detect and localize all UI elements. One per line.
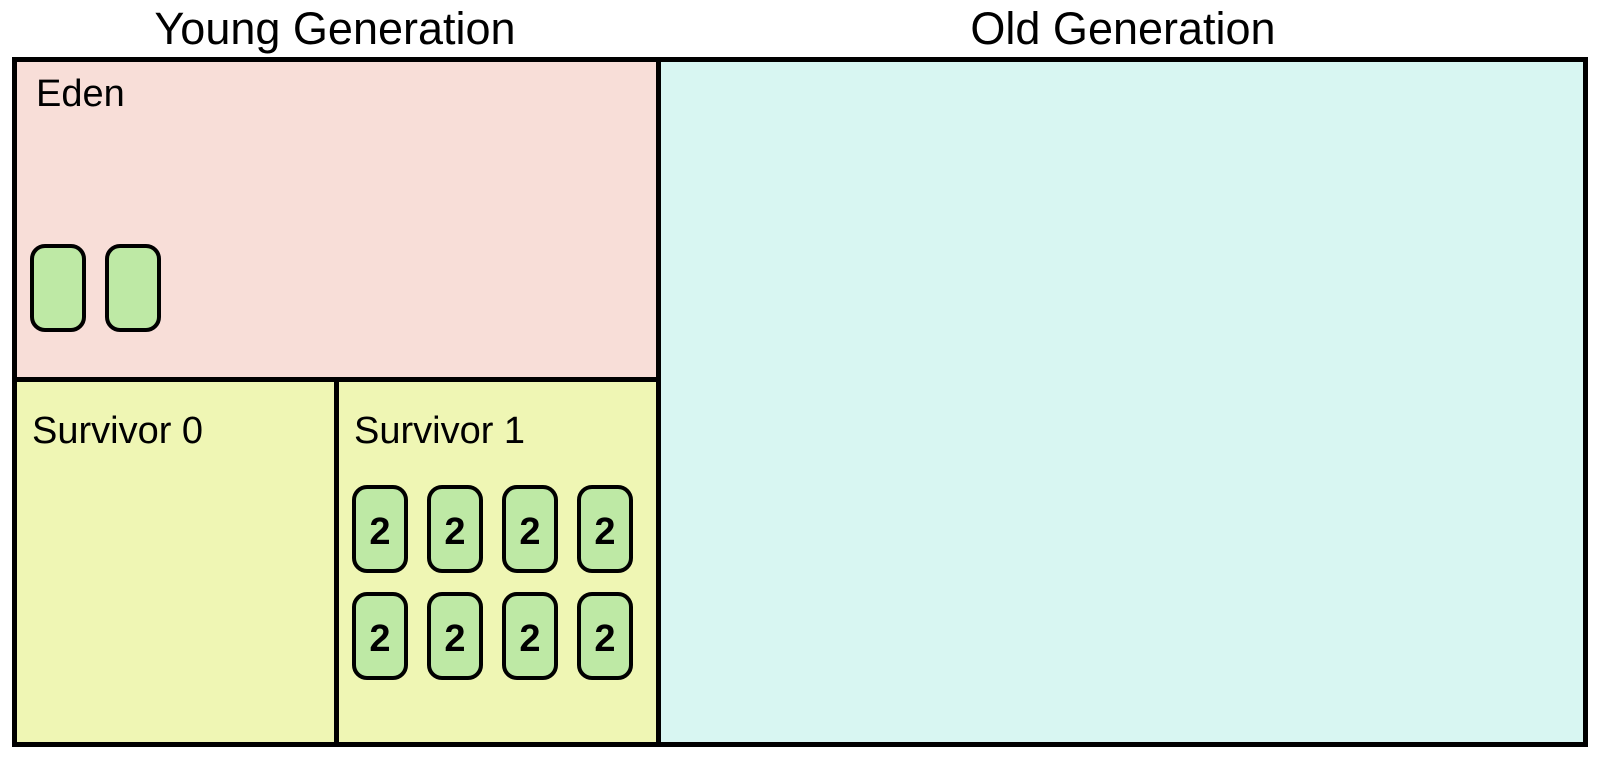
eden-region: Eden [17, 62, 656, 382]
survivor1-object-grid: 2 2 2 2 2 2 2 2 [352, 485, 633, 680]
object-chip-age: 2 [577, 592, 633, 680]
heap-box: Eden Survivor 0 Survivor 1 2 2 2 2 [12, 57, 1588, 747]
young-generation-region: Eden Survivor 0 Survivor 1 2 2 2 2 [17, 62, 661, 742]
survivor1-region: Survivor 1 2 2 2 2 2 2 2 2 [339, 382, 656, 742]
survivor0-region: Survivor 0 [17, 382, 339, 742]
object-chip-age: 2 [502, 485, 558, 573]
object-chip-age: 2 [502, 592, 558, 680]
object-chip-age: 2 [352, 485, 408, 573]
object-chip-age: 2 [577, 485, 633, 573]
old-generation-region [661, 62, 1583, 742]
eden-object-group [30, 244, 161, 332]
object-chip-age: 2 [352, 592, 408, 680]
object-chip [30, 244, 86, 332]
object-chip-age: 2 [427, 592, 483, 680]
survivor-row: Survivor 0 Survivor 1 2 2 2 2 2 2 2 2 [17, 382, 656, 742]
object-chip-age: 2 [427, 485, 483, 573]
object-chip [105, 244, 161, 332]
survivor1-label: Survivor 1 [354, 410, 526, 452]
survivor0-label: Survivor 0 [32, 410, 204, 452]
young-generation-title: Young Generation [154, 2, 516, 54]
eden-label: Eden [36, 73, 125, 115]
old-generation-title: Old Generation [970, 2, 1276, 54]
